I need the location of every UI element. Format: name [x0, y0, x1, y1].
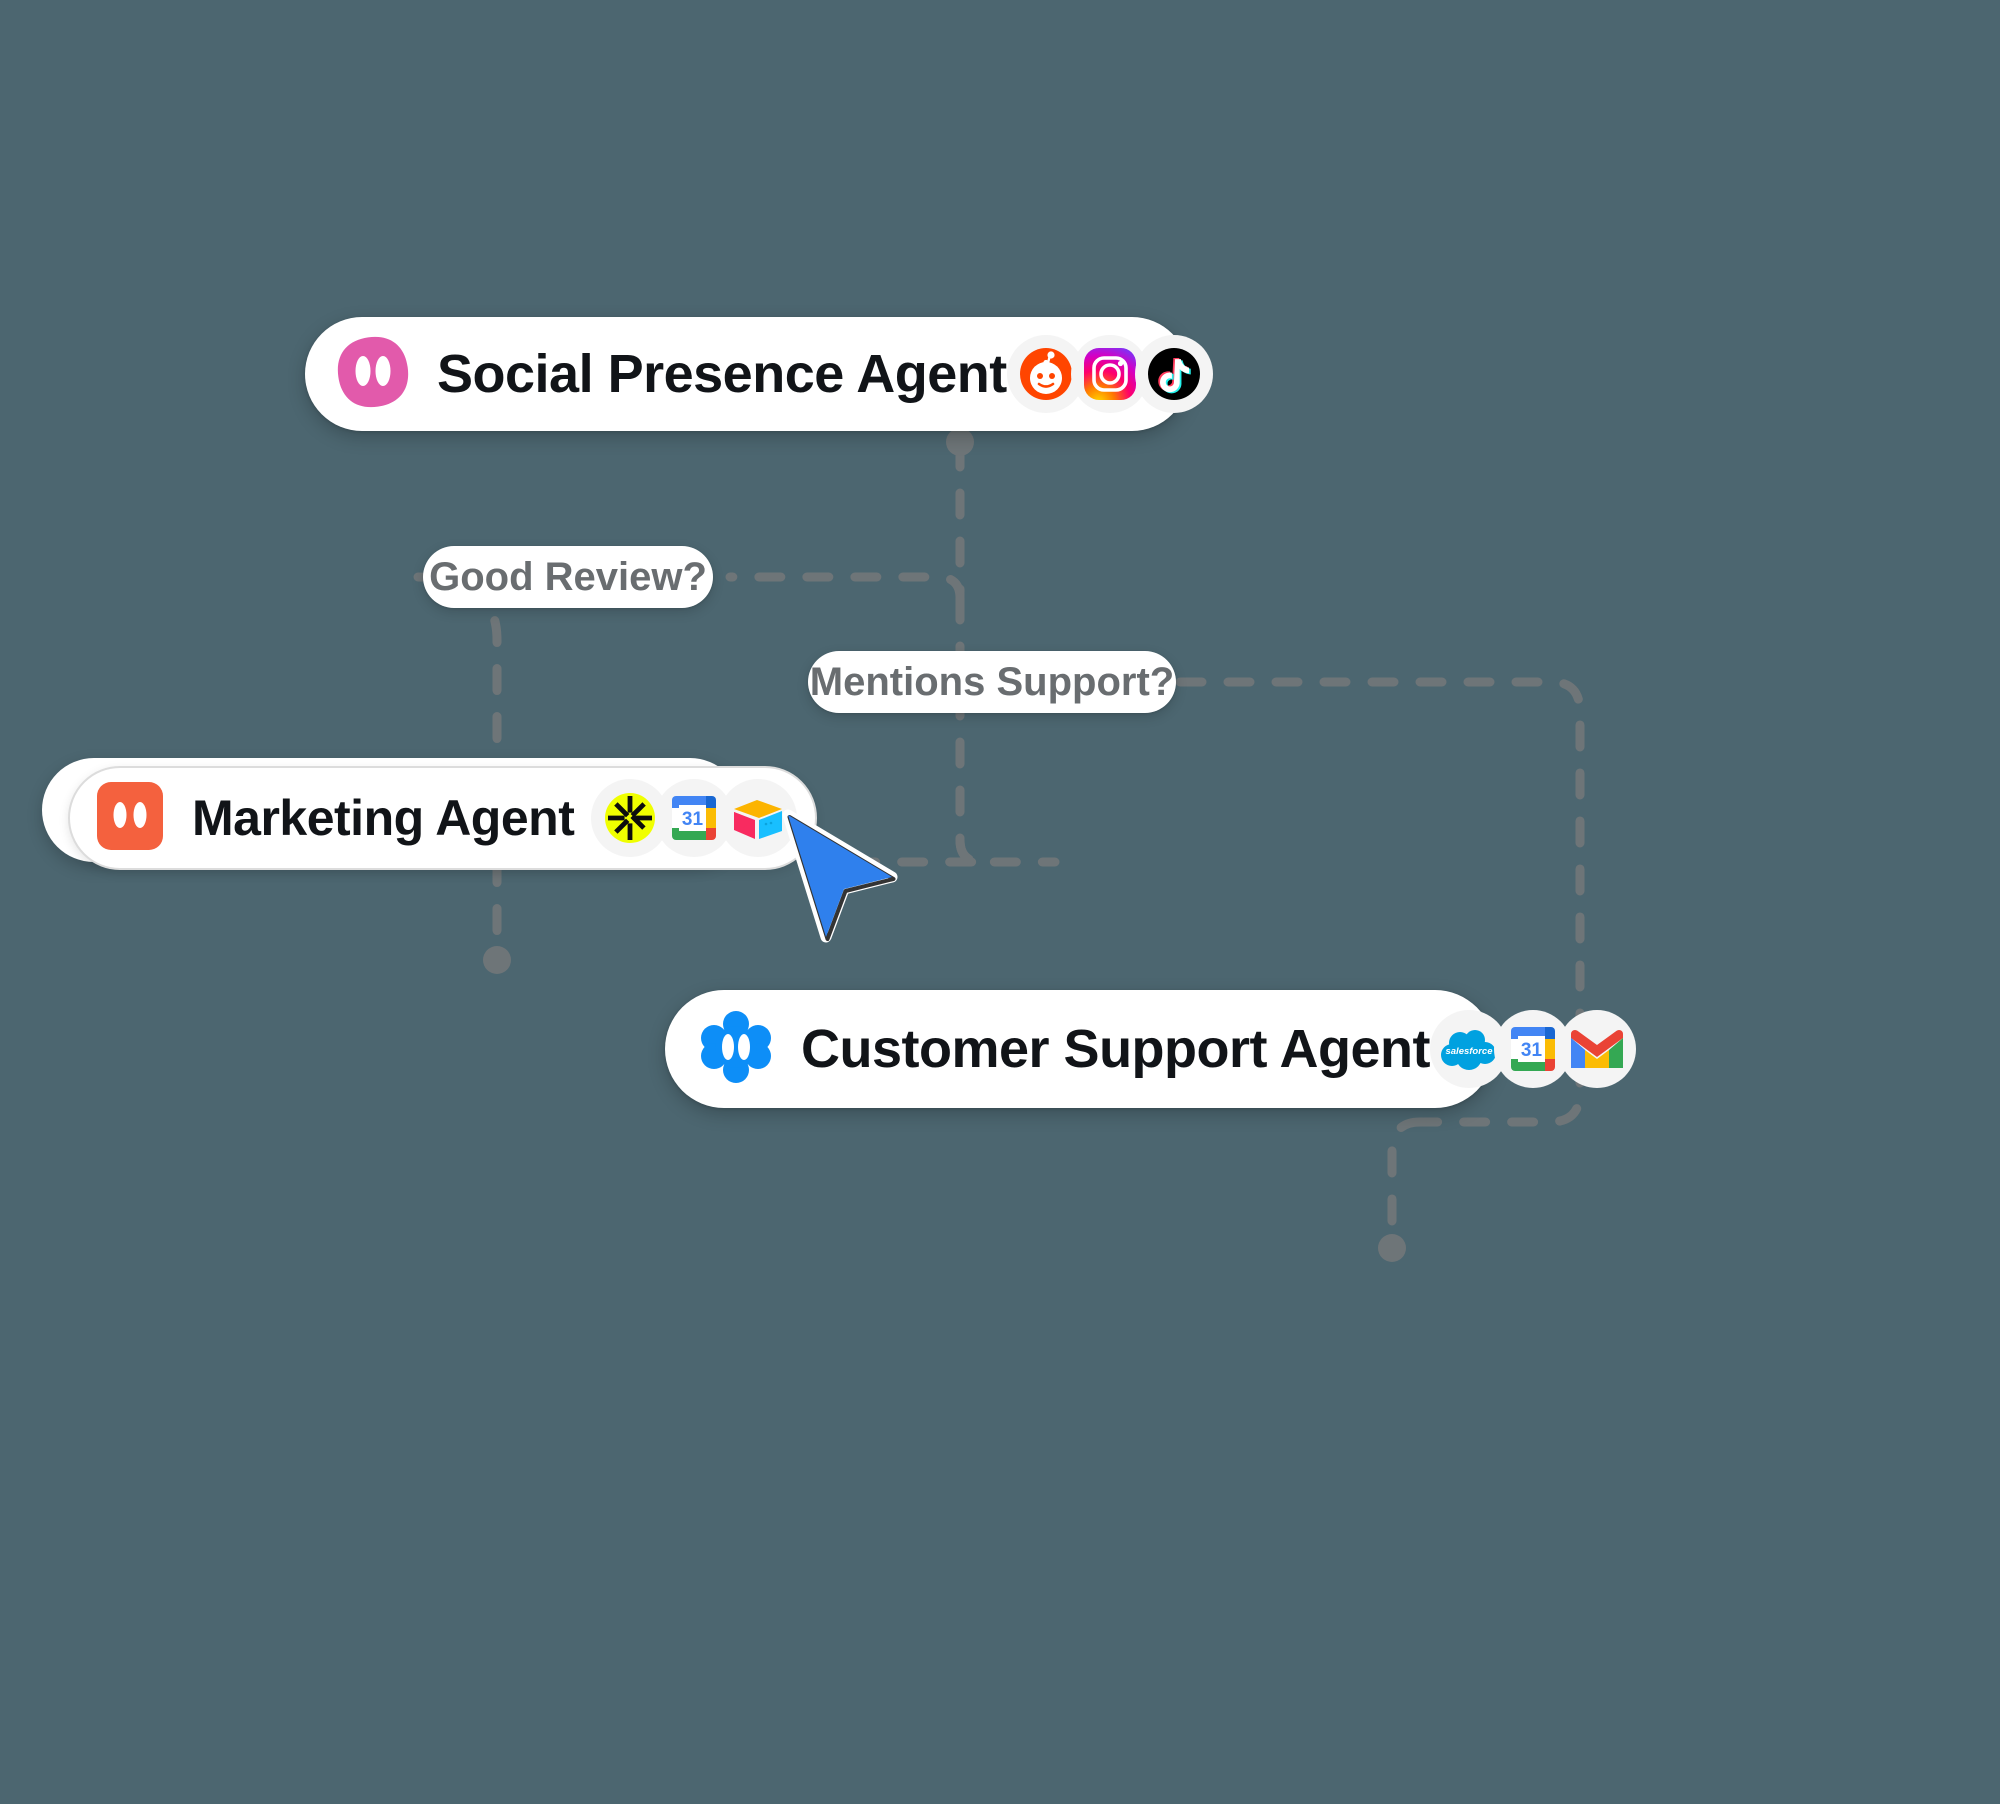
wire-mentions-to-support-v [1387, 1117, 1427, 1251]
wire-to-mentions-support [955, 835, 1060, 867]
agent-avatar-orange-icon [94, 780, 166, 857]
google-calendar-icon[interactable]: 31 [655, 779, 733, 857]
agent-card-title: Marketing Agent [192, 790, 575, 846]
condition-pill-good-review[interactable]: Good Review? [423, 546, 713, 608]
connector-dot-social-bottom [946, 428, 974, 456]
wire-to-good-review [725, 572, 965, 603]
agent-card-marketing[interactable]: Marketing Agent [68, 766, 817, 870]
connector-dot-marketing-top [483, 946, 511, 974]
google-calendar-icon[interactable]: 31 [1493, 1010, 1572, 1088]
airtable-icon[interactable] [719, 779, 797, 857]
condition-pill-mentions-support[interactable]: Mentions Support? [808, 651, 1176, 713]
agent-card-social-presence[interactable]: Social Presence Agent [305, 317, 1213, 431]
svg-text:31: 31 [1521, 1040, 1543, 1061]
agent-card-title: Social Presence Agent [437, 344, 1007, 404]
wire-trunk-lower [795, 593, 983, 867]
salesforce-icon[interactable]: salesforce [1429, 1010, 1508, 1088]
connector-dot-support-top [1378, 1234, 1406, 1262]
agent-app-icons [1006, 335, 1213, 413]
agent-app-icons: 31 [591, 779, 797, 857]
agent-avatar-pink-icon [335, 334, 411, 415]
tiktok-icon[interactable] [1134, 335, 1213, 413]
agent-card-customer-support[interactable]: Customer Support Agent salesforce [665, 990, 1636, 1108]
gmail-icon[interactable] [1557, 1010, 1636, 1088]
svg-text:31: 31 [682, 809, 704, 830]
svg-text:salesforce: salesforce [1445, 1046, 1493, 1057]
agent-app-icons: salesforce 31 [1429, 1010, 1636, 1088]
agent-card-title: Customer Support Agent [801, 1019, 1430, 1079]
agent-avatar-blue-flower-icon [697, 1008, 775, 1091]
agent-card-marketing-stack: Marketing Agent [42, 758, 817, 870]
